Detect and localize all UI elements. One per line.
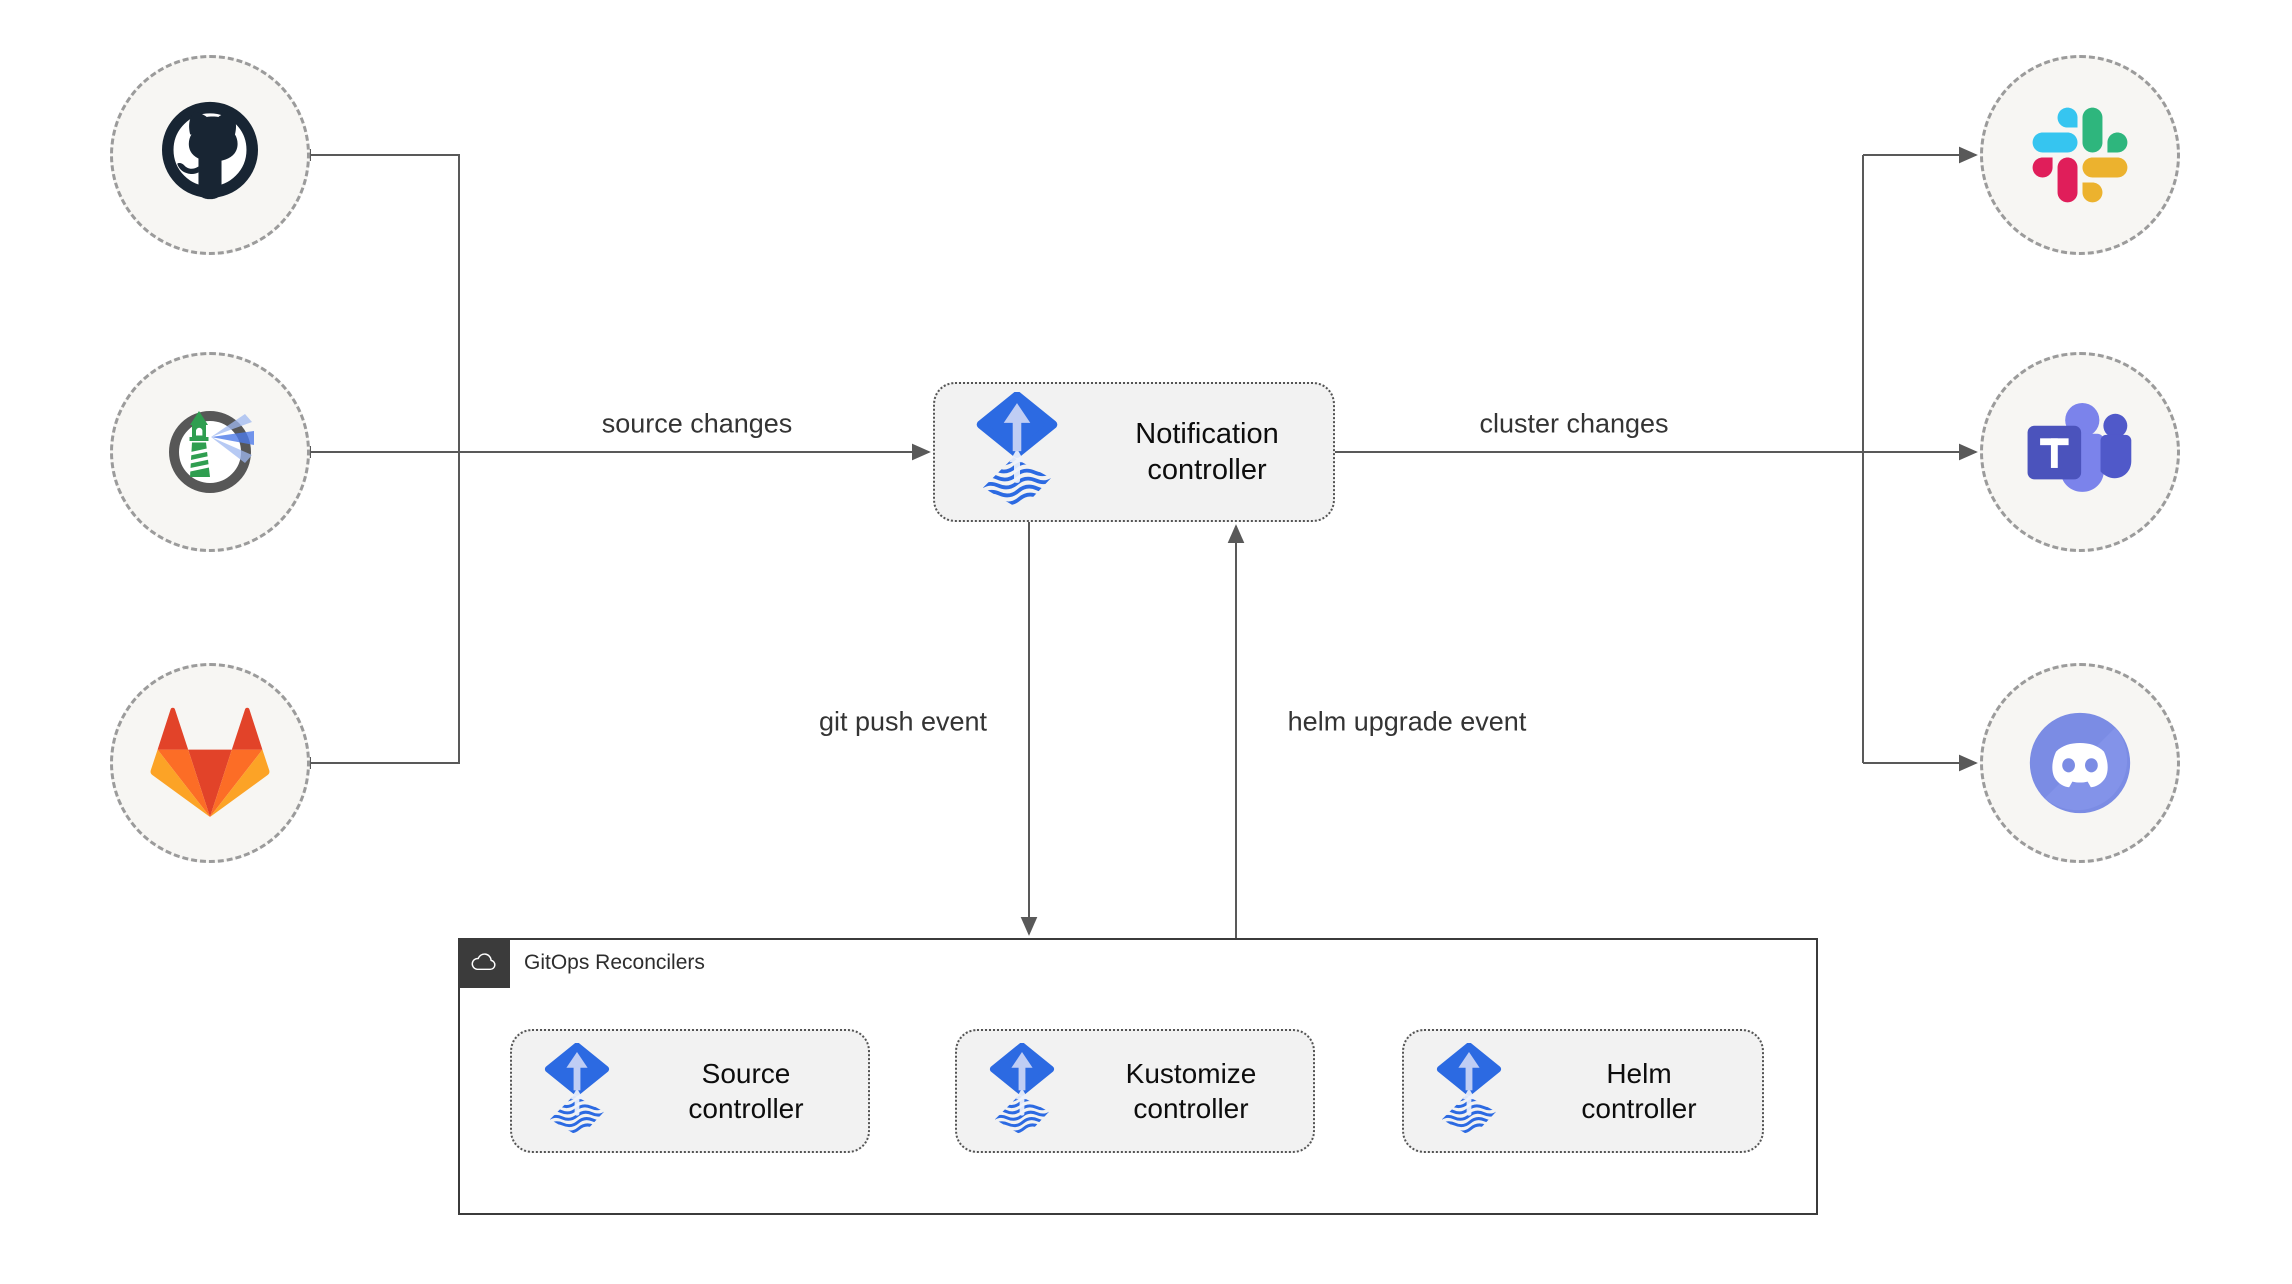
teams-icon bbox=[2027, 402, 2132, 492]
edge-label-git-push-event: git push event bbox=[814, 706, 992, 738]
kustomize-controller-node: Kustomize controller bbox=[955, 1029, 1315, 1153]
cloud-icon bbox=[471, 953, 496, 971]
kustomize-controller-label: Kustomize controller bbox=[1125, 1058, 1257, 1124]
flux-icon bbox=[981, 1043, 1063, 1139]
source-controller-label: Source controller bbox=[688, 1058, 804, 1124]
notification-controller-label: Notification controller bbox=[1135, 417, 1279, 486]
edge-label-source-changes: source changes bbox=[597, 408, 797, 440]
cloud-badge bbox=[458, 938, 510, 988]
flux-icon bbox=[1428, 1043, 1510, 1139]
node-github bbox=[110, 55, 310, 255]
flux-icon bbox=[965, 392, 1069, 512]
helm-controller-label: Helm controller bbox=[1581, 1058, 1697, 1124]
slack-icon bbox=[2032, 107, 2128, 203]
harbor-icon bbox=[169, 411, 254, 493]
edge-label-helm-upgrade-event: helm upgrade event bbox=[1283, 706, 1531, 738]
node-gitlab bbox=[110, 663, 310, 863]
node-teams bbox=[1980, 352, 2180, 552]
node-discord bbox=[1980, 663, 2180, 863]
helm-controller-node: Helm controller bbox=[1402, 1029, 1764, 1153]
group-title: GitOps Reconcilers bbox=[524, 951, 705, 974]
source-bus-line bbox=[310, 154, 460, 764]
node-harbor bbox=[110, 352, 310, 552]
gitops-reconcilers-group: GitOps Reconcilers Source controller Kus… bbox=[458, 938, 1818, 1215]
github-icon bbox=[162, 101, 258, 200]
edge-label-cluster-changes: cluster changes bbox=[1475, 408, 1673, 440]
node-slack bbox=[1980, 55, 2180, 255]
discord-icon bbox=[2029, 712, 2131, 814]
flux-icon bbox=[536, 1043, 618, 1139]
source-controller-node: Source controller bbox=[510, 1029, 870, 1153]
notification-controller-node: Notification controller bbox=[933, 382, 1335, 522]
gitlab-icon bbox=[150, 707, 270, 817]
